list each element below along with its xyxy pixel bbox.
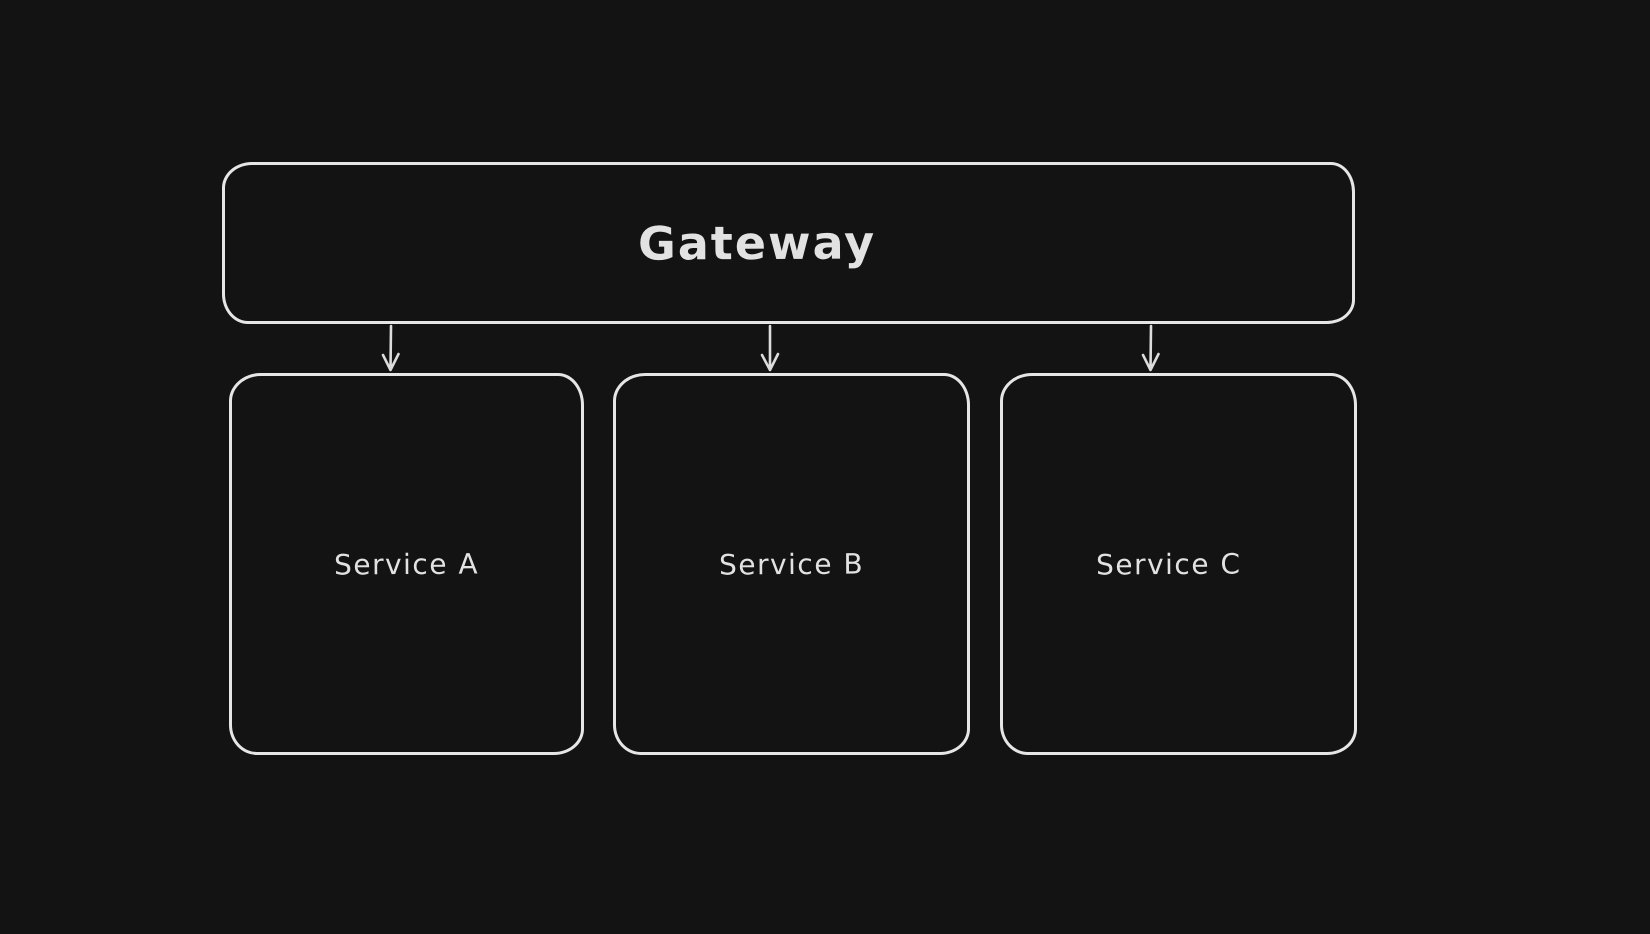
node-service-b[interactable]: Service B <box>613 373 970 755</box>
node-service-a[interactable]: Service A <box>229 373 584 755</box>
node-service-c[interactable]: Service C <box>1000 373 1357 755</box>
node-gateway[interactable]: Gateway <box>222 162 1355 324</box>
node-service-c-label: Service C <box>1095 546 1242 582</box>
arrow-gateway-to-service-c[interactable] <box>1141 324 1160 372</box>
node-service-b-label: Service B <box>718 546 865 582</box>
node-service-a-label: Service A <box>333 546 480 582</box>
node-gateway-label: Gateway <box>638 215 877 271</box>
arrow-gateway-to-service-b[interactable] <box>760 324 780 372</box>
arrow-gateway-to-service-a[interactable] <box>381 324 400 372</box>
